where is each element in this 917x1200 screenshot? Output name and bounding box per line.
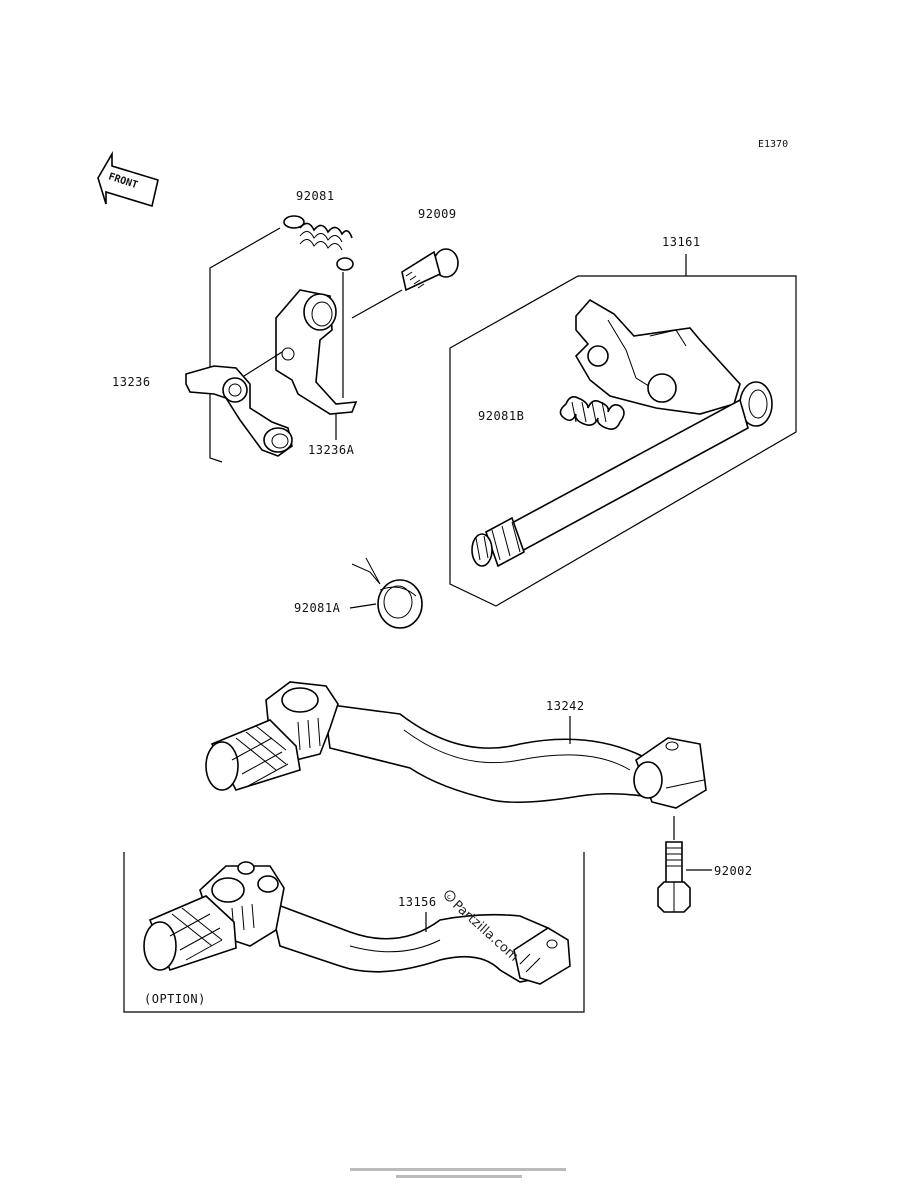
leader-92081a <box>349 603 377 609</box>
label-92009: 92009 <box>418 207 457 221</box>
label-13236a: 13236A <box>308 443 355 457</box>
leader-92009 <box>351 289 403 319</box>
label-92081: 92081 <box>296 189 335 203</box>
label-13156: 13156 <box>398 895 437 909</box>
front-arrow-icon: FRONT <box>97 151 159 208</box>
diagram-code: E1370 <box>758 139 788 150</box>
copyright-icon: c <box>444 890 456 902</box>
option-box <box>123 852 585 1013</box>
arm-13236a <box>275 289 358 415</box>
label-13161: 13161 <box>662 235 701 249</box>
spring-92081b <box>559 396 625 430</box>
spring-92081 <box>283 215 354 271</box>
label-92081a: 92081A <box>294 601 341 615</box>
arm-13236 <box>185 365 293 457</box>
option-label: (OPTION) <box>144 992 206 1006</box>
leader-arm-link <box>243 351 283 377</box>
pedal-13156 <box>143 861 571 985</box>
bolt-92009 <box>401 248 459 292</box>
leader-92081 <box>209 227 281 463</box>
footer-fine-print-2 <box>396 1175 522 1178</box>
shaft-13161 <box>471 298 773 568</box>
pedal-13242 <box>205 681 707 809</box>
label-92081b: 92081B <box>478 409 524 423</box>
label-13236: 13236 <box>112 375 151 389</box>
svg-text:c: c <box>447 893 451 901</box>
footer-fine-print <box>350 1168 566 1171</box>
shaft-assy-box <box>449 275 797 607</box>
spring-92081a <box>351 557 423 629</box>
label-92002: 92002 <box>714 864 753 878</box>
label-13242: 13242 <box>546 699 585 713</box>
bolt-92002 <box>657 816 691 913</box>
